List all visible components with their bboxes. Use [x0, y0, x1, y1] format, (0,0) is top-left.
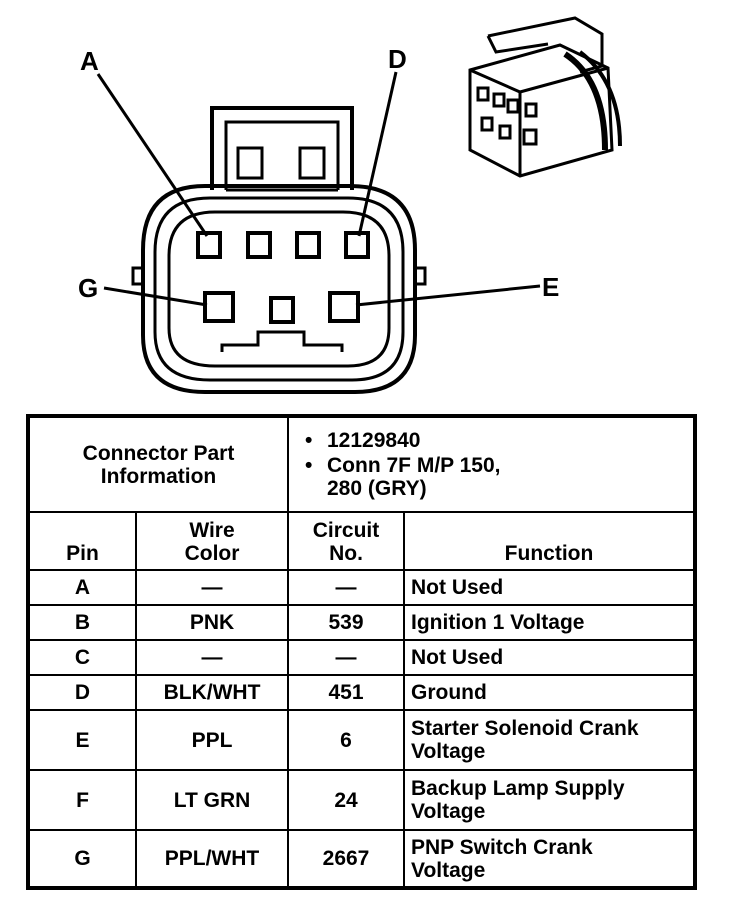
header-wire-color-line1: Wire [189, 519, 235, 542]
part-info-values: 12129840 Conn 7F M/P 150, 280 (GRY) [287, 415, 696, 513]
circuit-cell: 6 [287, 709, 405, 771]
pin-label-a: A [80, 46, 99, 76]
connector-info-table: Connector Part Information 12129840 Conn… [26, 414, 697, 890]
connector-description: Conn 7F M/P 150, 280 (GRY) [305, 454, 687, 500]
pin-label-d: D [388, 44, 407, 74]
part-info-row: Connector Part Information 12129840 Conn… [27, 415, 696, 513]
pin-cavity-g [203, 291, 235, 323]
function-cell: Ignition 1 Voltage [403, 604, 696, 641]
function-cell: Not Used [403, 569, 696, 606]
pin-cavity-d [344, 231, 370, 259]
wire-color-cell: LT GRN [135, 769, 289, 831]
pin-cell: A [27, 569, 137, 606]
table-row: A — — Not Used [27, 569, 696, 606]
wire-color-cell: — [135, 639, 289, 676]
pin-cell: F [27, 769, 137, 831]
column-header-row: Pin Wire Color Circuit No. Function [27, 511, 696, 571]
connector-description-line1: Conn 7F M/P 150, [327, 454, 501, 477]
table-row: B PNK 539 Ignition 1 Voltage [27, 604, 696, 641]
function-line: Not Used [411, 646, 504, 669]
wire-color-cell: PPL/WHT [135, 829, 289, 889]
connector-face [131, 106, 427, 394]
function-line: Not Used [411, 576, 504, 599]
pin-label-g: G [78, 273, 98, 303]
function-line: Ignition 1 Voltage [411, 611, 585, 634]
header-circuit-no: Circuit No. [287, 511, 405, 571]
pin-cavities [196, 231, 370, 324]
function-cell: Not Used [403, 639, 696, 676]
part-info-label-line2: Information [100, 464, 217, 488]
header-wire-color-line2: Color [184, 542, 240, 565]
wire-color-cell: PPL [135, 709, 289, 771]
circuit-cell: — [287, 639, 405, 676]
function-line: Starter Solenoid Crank [411, 717, 639, 740]
header-circuit-no-line1: Circuit [312, 519, 380, 542]
header-wire-color: Wire Color [135, 511, 289, 571]
table-row: C — — Not Used [27, 639, 696, 676]
connector-thumbnail [468, 16, 622, 178]
pin-cavity-b [246, 231, 272, 259]
function-cell: Starter Solenoid Crank Voltage [403, 709, 696, 771]
wire-color-cell: — [135, 569, 289, 606]
function-cell: Ground [403, 674, 696, 711]
connector-diagram: A D G E [78, 16, 622, 394]
function-line: Voltage [411, 800, 486, 823]
pin-cell: E [27, 709, 137, 771]
header-pin: Pin [27, 511, 137, 571]
header-circuit-no-line2: No. [329, 542, 363, 565]
pin-cell: B [27, 604, 137, 641]
circuit-cell: 2667 [287, 829, 405, 889]
pin-cavity-e [328, 291, 360, 323]
pin-cavity-a [196, 231, 222, 259]
pin-cell: G [27, 829, 137, 889]
wire-color-cell: PNK [135, 604, 289, 641]
circuit-cell: 539 [287, 604, 405, 641]
wire-color-cell: BLK/WHT [135, 674, 289, 711]
part-info-label-line1: Connector Part [82, 441, 235, 465]
function-line: PNP Switch Crank [411, 835, 593, 859]
table-row: D BLK/WHT 451 Ground [27, 674, 696, 711]
pin-cavity-c [295, 231, 321, 259]
table-row: E PPL 6 Starter Solenoid Crank Voltage [27, 709, 696, 771]
function-line: Backup Lamp Supply [411, 777, 625, 800]
circuit-cell: 451 [287, 674, 405, 711]
part-number: 12129840 [305, 429, 687, 452]
function-line: Voltage [411, 858, 486, 882]
function-line: Voltage [411, 740, 486, 763]
header-function: Function [403, 511, 696, 571]
pin-cell: C [27, 639, 137, 676]
function-line: Ground [411, 681, 487, 704]
function-cell: PNP Switch Crank Voltage [403, 829, 696, 889]
circuit-cell: — [287, 569, 405, 606]
function-cell: Backup Lamp Supply Voltage [403, 769, 696, 831]
connector-description-line2: 280 (GRY) [327, 477, 427, 500]
part-info-label: Connector Part Information [27, 415, 289, 513]
pin-cavity-f [269, 296, 295, 324]
pin-label-e: E [542, 272, 559, 302]
circuit-cell: 24 [287, 769, 405, 831]
table-row: F LT GRN 24 Backup Lamp Supply Voltage [27, 769, 696, 831]
leader-lines [96, 71, 541, 307]
pin-cell: D [27, 674, 137, 711]
table-row: G PPL/WHT 2667 PNP Switch Crank Voltage [27, 829, 696, 889]
